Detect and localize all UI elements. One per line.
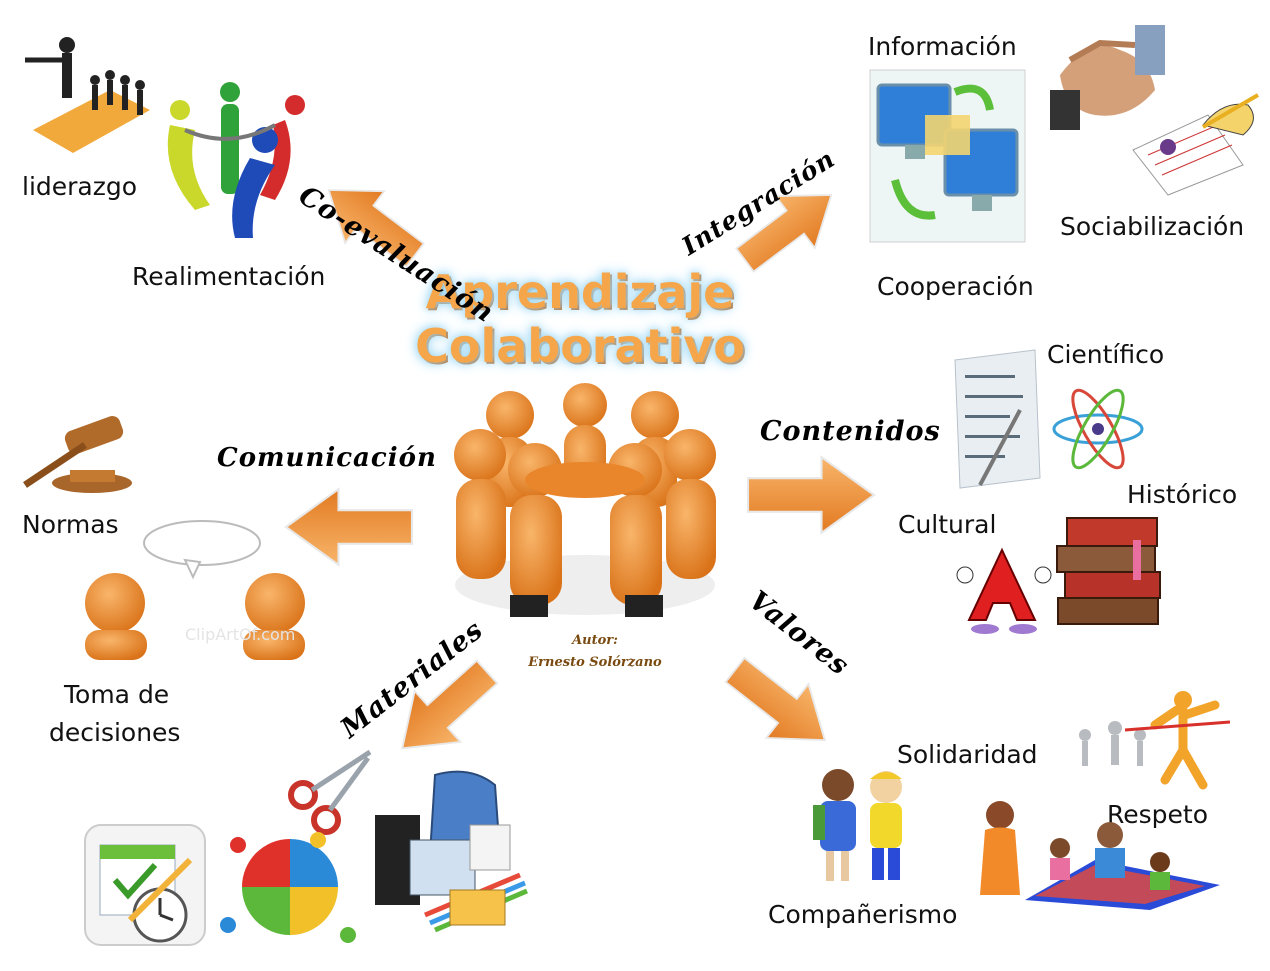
handshake-illustration [1050, 25, 1165, 130]
atom-icon [1052, 388, 1144, 470]
item-cultural: Cultural [898, 510, 997, 539]
books-stack-illustration [1056, 517, 1161, 625]
kids-walking-illustration [813, 769, 902, 881]
author-credit: Autor: Ernesto Solórzano [520, 630, 670, 674]
item-cientifico: Científico [1047, 340, 1165, 369]
branch-contenidos: Contenidos [760, 416, 941, 447]
item-realimentacion: Realimentación [132, 262, 326, 291]
computers-sync-illustration [869, 69, 1026, 243]
scissors-icon [288, 749, 372, 835]
writing-hand-illustration [1132, 93, 1260, 196]
gavel-icon [23, 416, 132, 493]
family-meal-illustration [980, 801, 1220, 910]
item-liderazgo: liderazgo [22, 172, 138, 201]
letter-a-character-illustration [956, 547, 1052, 634]
item-decisiones: decisiones [49, 718, 181, 747]
school-supplies-illustration [375, 770, 528, 933]
central-title: Aprendizaje Colaborativo [380, 265, 780, 373]
title-line-2: Colaborativo [415, 319, 745, 373]
race-winner-illustration [1079, 691, 1231, 790]
author-name: Ernesto Solórzano [528, 655, 662, 670]
item-historico: Histórico [1127, 480, 1238, 509]
item-normas: Normas [22, 510, 119, 539]
item-toma-de: Toma de [64, 680, 170, 709]
two-people-talking-illustration: ClipArtOf.com [85, 520, 305, 660]
math-paper-illustration [954, 349, 1041, 489]
branch-comunicacion: Comunicación [217, 443, 437, 473]
item-sociabilizacion: Sociabilización [1060, 212, 1245, 241]
leadership-illustration [25, 37, 150, 153]
item-companerismo: Compañerismo [768, 900, 958, 929]
people-circle-illustration [167, 82, 305, 238]
item-solidaridad: Solidaridad [897, 740, 1038, 769]
item-respeto: Respeto [1107, 800, 1209, 829]
calendar-clock-icon [84, 824, 206, 946]
puzzle-people-illustration [220, 832, 356, 943]
watermark-text: ClipArtOf.com [185, 625, 295, 644]
item-cooperacion: Cooperación [877, 272, 1034, 301]
title-line-1: Aprendizaje [425, 265, 735, 319]
item-informacion: Información [868, 32, 1017, 61]
central-team-illustration [454, 383, 716, 617]
author-label: Autor: [572, 633, 618, 648]
